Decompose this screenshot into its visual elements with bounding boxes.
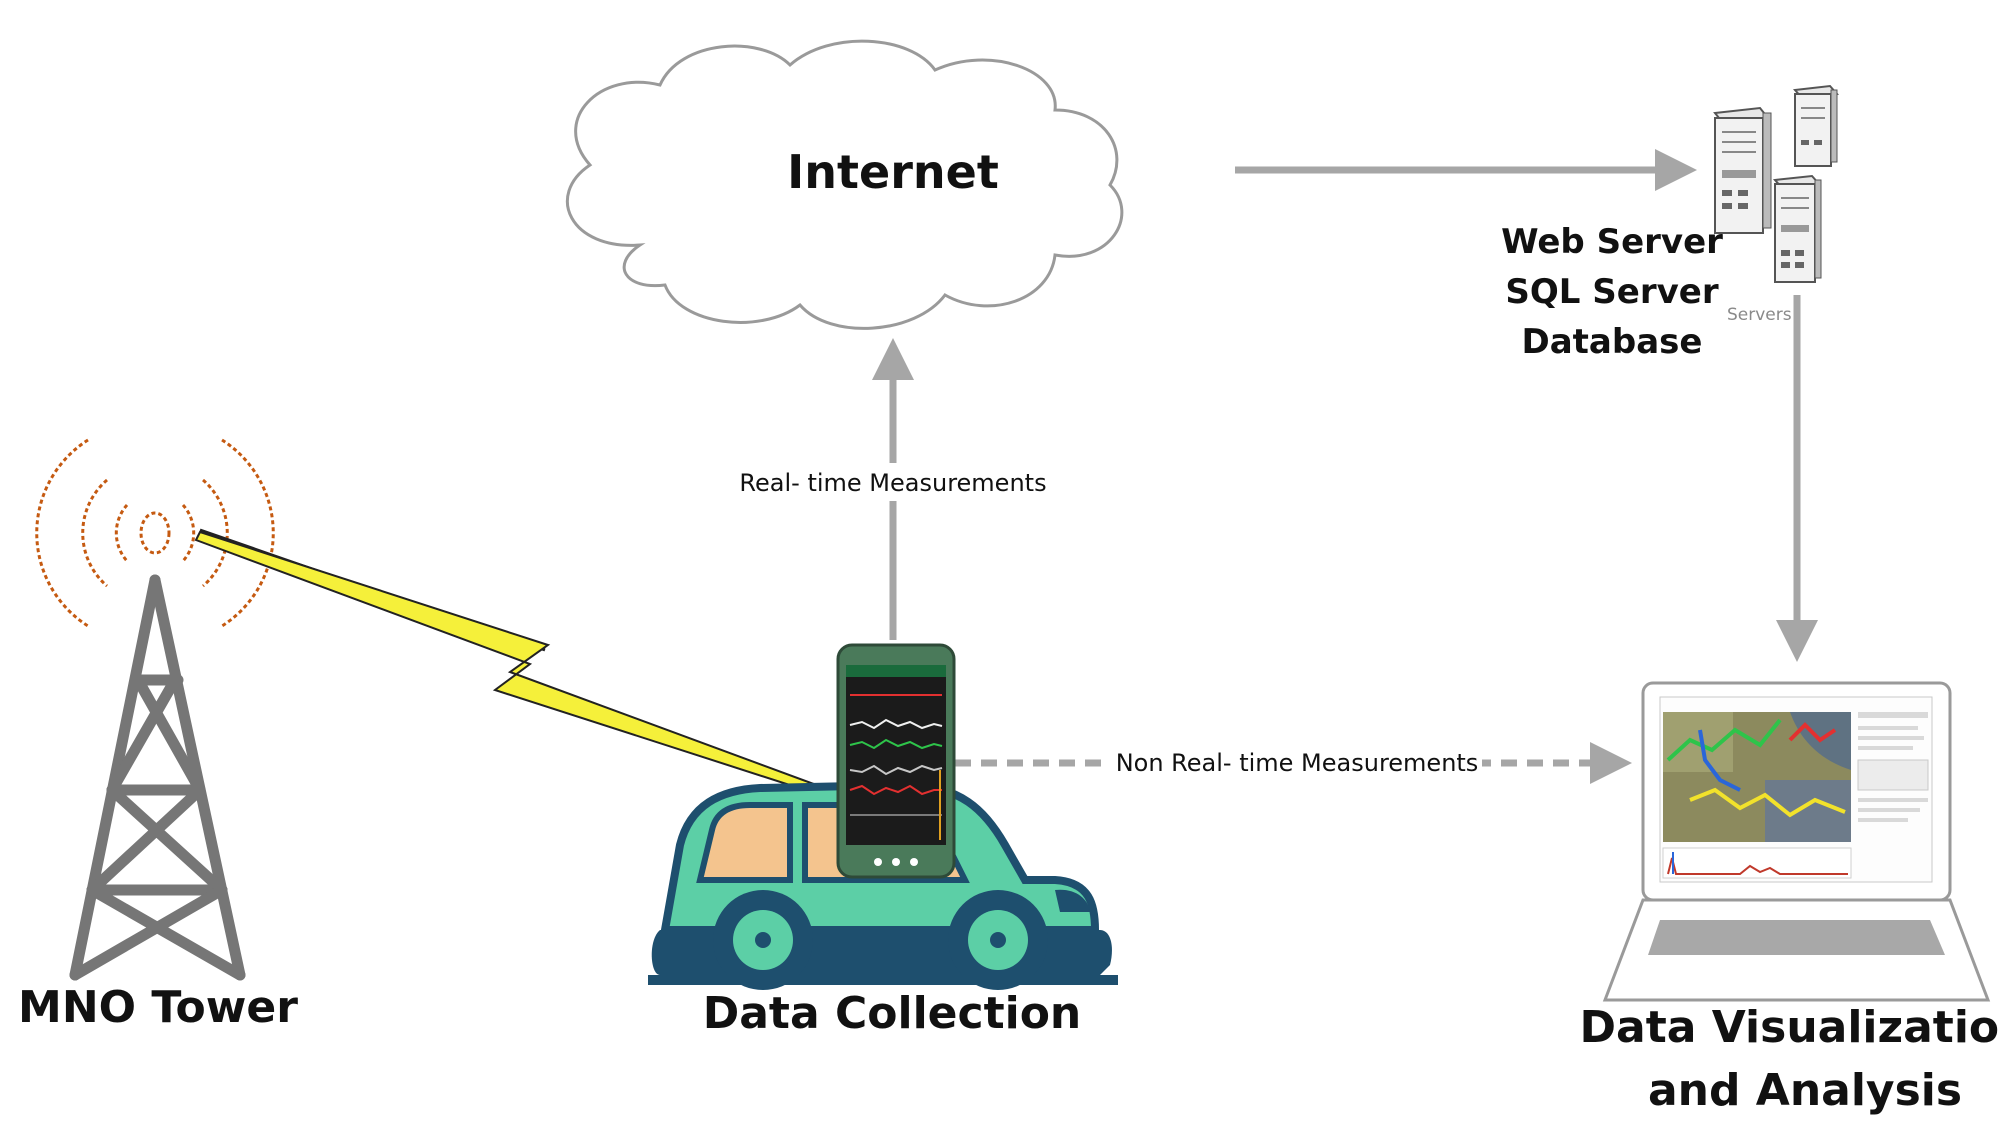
servers-icon: Servers — [1713, 84, 1840, 325]
wireless-link-icon — [194, 528, 831, 800]
realtime-label-bg — [735, 463, 1051, 501]
nonrealtime-label: Non Real- time Measurements — [1116, 749, 1479, 777]
phone-icon — [836, 643, 956, 879]
server-label: Web Server SQL Server Database — [1501, 222, 1723, 362]
server-label-line-1: Web Server — [1501, 222, 1723, 262]
laptop-icon — [1602, 681, 1991, 1002]
tower-icon — [35, 438, 275, 981]
internet-label: Internet — [787, 145, 999, 199]
collection-label: Data Collection — [703, 988, 1082, 1039]
realtime-label: Real- time Measurements — [739, 469, 1046, 497]
nonrealtime-label-bg — [1110, 743, 1482, 781]
internet-cloud: Internet — [565, 39, 1124, 330]
visualization-label-line-2: and Analysis — [1648, 1065, 1962, 1116]
server-label-line-3: Database — [1522, 322, 1703, 362]
visualization-label-line-1: Data Visualization — [1580, 1002, 2000, 1053]
tower-label: MNO Tower — [18, 982, 298, 1033]
signal-waves-icon — [35, 438, 275, 628]
servers-caption: Servers — [1727, 305, 1792, 325]
server-label-line-2: SQL Server — [1505, 272, 1718, 312]
